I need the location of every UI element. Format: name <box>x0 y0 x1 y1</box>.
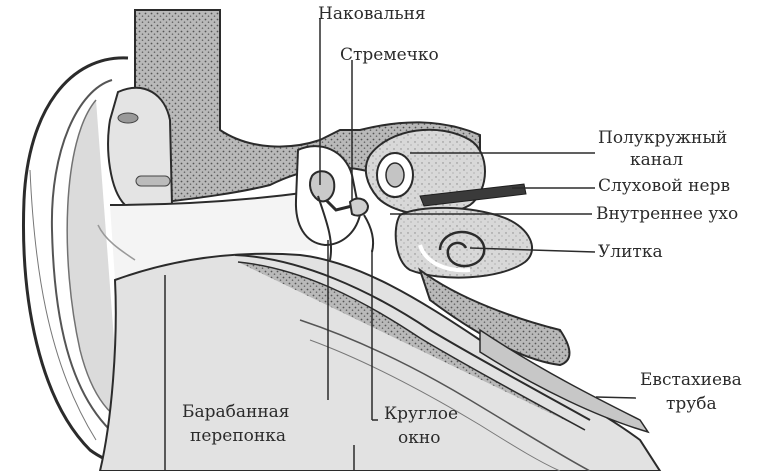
inner-ear-label: Внутреннее ухо <box>596 204 738 224</box>
round-window-label-line1: Круглое <box>384 404 458 424</box>
eardrum-label-line1: Барабанная <box>182 402 290 422</box>
eustachian-tube-label-line1: Евстахиева <box>640 370 742 390</box>
cochlea-label: Улитка <box>598 242 663 262</box>
eardrum-label-line2: перепонка <box>190 426 286 446</box>
lower-tissue <box>100 254 660 471</box>
auditory-nerve-label: Слуховой нерв <box>598 176 730 196</box>
round-window-label-line2: окно <box>398 428 440 448</box>
semicircular-canal-label-line2: канал <box>630 150 683 170</box>
incus-label: Наковальня <box>318 4 426 24</box>
stapes-label: Стремечко <box>340 45 439 65</box>
eustachian-tube-label-line2: труба <box>666 394 717 414</box>
semicircular-canal-label-line1: Полукружный <box>598 128 727 148</box>
eustachian-tube-leader-line <box>596 397 636 398</box>
